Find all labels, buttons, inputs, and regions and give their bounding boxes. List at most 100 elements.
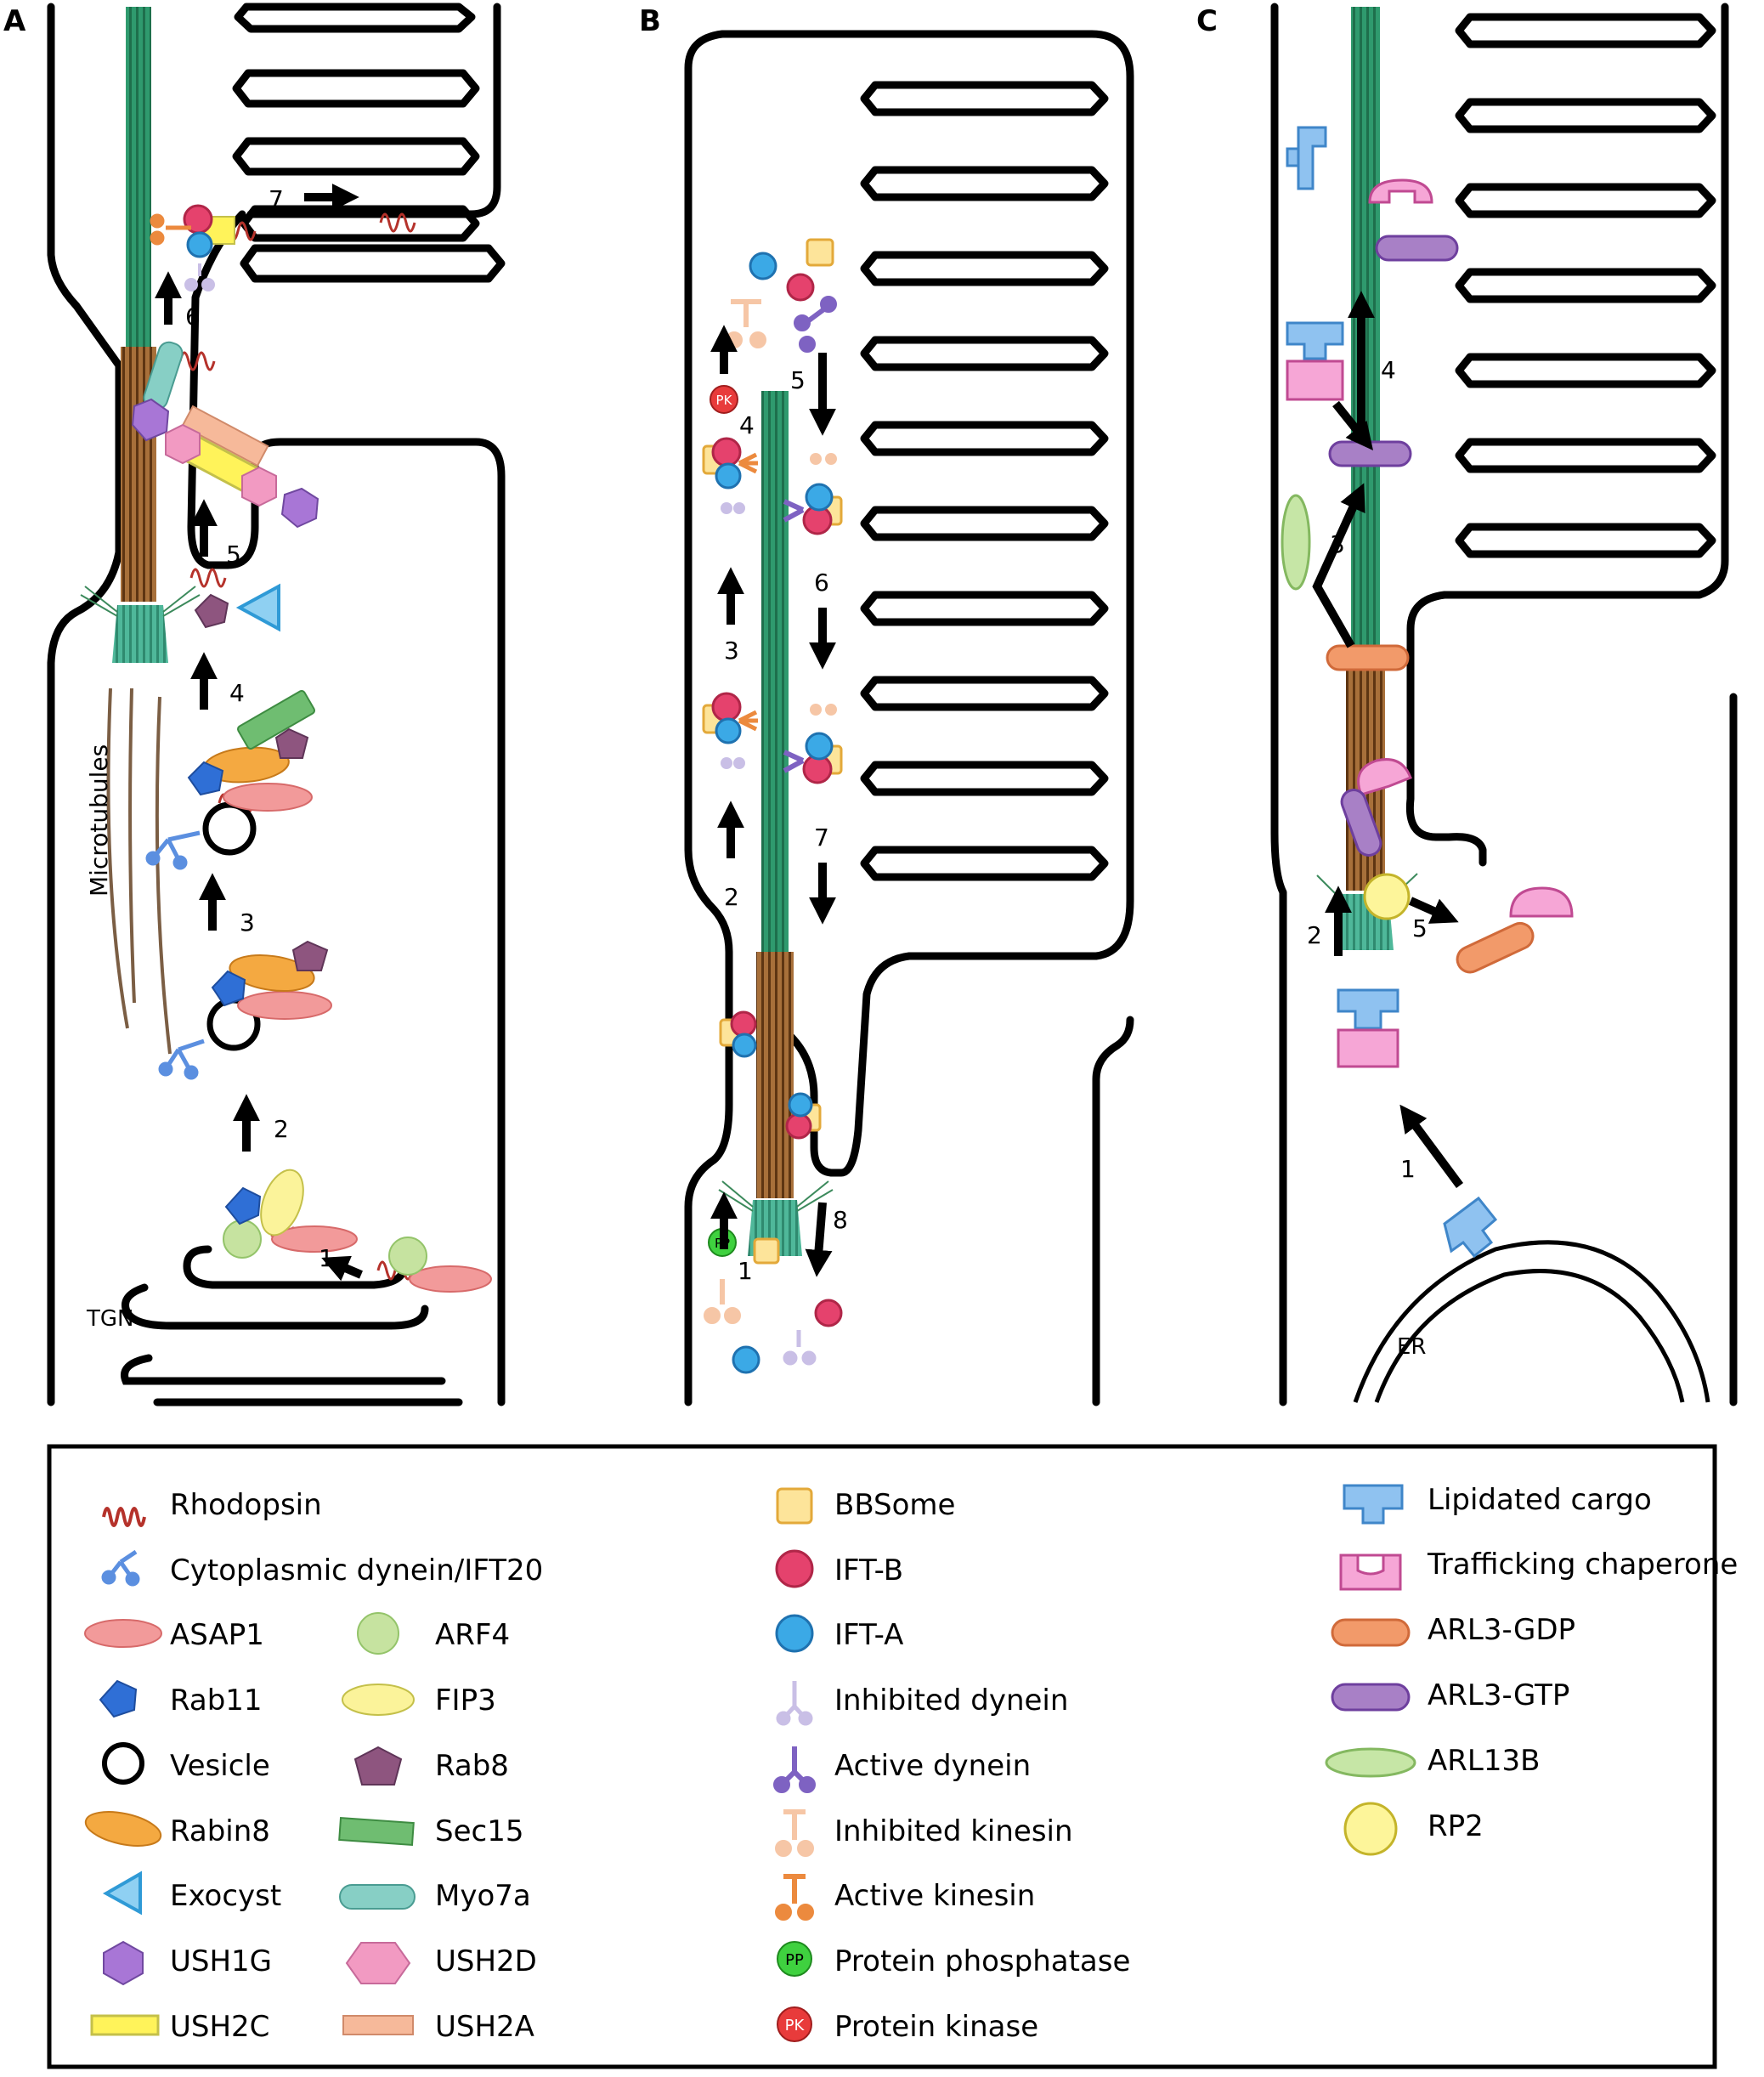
legend-asap1: ASAP1 — [170, 1618, 264, 1652]
rab11-icon — [99, 1679, 138, 1718]
ush2c-icon — [90, 2014, 160, 2036]
legend-active-kinesin: Active kinesin — [834, 1879, 1035, 1913]
arf4-icon — [357, 1612, 399, 1655]
protein-kinase-icon — [777, 2006, 812, 2042]
legend-sec15: Sec15 — [435, 1814, 523, 1848]
rp2-c — [1363, 873, 1411, 920]
legend: Rhodopsin Cytoplasmic dynein/IFT20 ASAP1… — [47, 1444, 1738, 2069]
legend-exocyst: Exocyst — [170, 1879, 281, 1913]
legend-pk-badge: PK — [785, 2017, 806, 2035]
panel-c-letter: C — [1196, 4, 1218, 38]
step-b-6: 6 — [814, 569, 829, 597]
rp2-icon — [1343, 1802, 1398, 1856]
asap1-icon — [84, 1619, 162, 1648]
ift-a-icon — [775, 1614, 814, 1653]
arl13b-icon — [1325, 1747, 1416, 1778]
myo7a-icon — [339, 1884, 416, 1910]
active-dynein-icon — [773, 1746, 816, 1793]
legend-ush2c: USH2C — [170, 2010, 269, 2044]
arl13b-c — [1281, 494, 1311, 591]
tgn-label: TGN — [86, 1306, 133, 1332]
arrows-a — [154, 183, 363, 1282]
step-a-1: 1 — [319, 1244, 334, 1272]
legend-col3-icons: PP PK — [773, 1487, 816, 2042]
legend-rabin8: Rabin8 — [170, 1814, 270, 1848]
inhibited-kinesin-icon — [775, 1809, 814, 1857]
ift-trains-b — [702, 437, 843, 1265]
ush2a-icon — [342, 2015, 414, 2035]
inhibited-dynein-icon — [776, 1681, 813, 1726]
panel-b: B — [639, 4, 1134, 1406]
legend-protein-phosphatase: Protein phosphatase — [834, 1944, 1130, 1978]
microtubules-a — [106, 688, 172, 1055]
panel-a-letter: A — [3, 4, 26, 38]
legend-ush2a: USH2A — [435, 2010, 534, 2044]
arl3-gtp-c — [1328, 235, 1459, 857]
axoneme-a — [126, 7, 151, 347]
legend-pp-badge: PP — [785, 1951, 804, 1969]
arl3-gdp-icon — [1331, 1618, 1411, 1647]
step-c-4: 4 — [1381, 356, 1396, 384]
axoneme-b — [761, 391, 789, 952]
legend-arl13b: ARL13B — [1428, 1744, 1540, 1778]
step-c-2: 2 — [1307, 921, 1322, 949]
microtubules-label: Microtubules — [85, 744, 113, 897]
trafficking-chaperones-c — [1286, 178, 1574, 1068]
pk-badge-b: PK — [716, 393, 733, 408]
step-b-7: 7 — [814, 823, 829, 852]
step-b-2: 2 — [724, 883, 739, 911]
legend-inhibited-dynein: Inhibited dynein — [834, 1684, 1068, 1718]
step-b-1: 1 — [738, 1257, 753, 1285]
basal-body-a — [112, 605, 168, 663]
legend-col2-labels: ARF4 FIP3 Rab8 Sec15 Myo7a USH2D USH2A — [435, 1618, 537, 2044]
legend-col4-labels: Lipidated cargo Trafficking chaperone AR… — [1427, 1483, 1738, 1843]
step-a-4: 4 — [229, 679, 245, 707]
rhodopsin-icon — [102, 1507, 146, 1527]
bbsome-icon — [776, 1487, 813, 1525]
legend-fip3: FIP3 — [435, 1684, 496, 1718]
legend-col4-icons — [1325, 1484, 1416, 1856]
arrows-c — [1312, 291, 1464, 1188]
step-b-8: 8 — [833, 1206, 848, 1234]
legend-inhibited-kinesin: Inhibited kinesin — [834, 1814, 1073, 1848]
step-c-5: 5 — [1412, 914, 1428, 942]
legend-col3-labels: BBSome IFT-B IFT-A Inhibited dynein Acti… — [834, 1488, 1130, 2044]
panel-b-letter: B — [639, 4, 661, 38]
panel-a: A Microtubules — [3, 3, 506, 1406]
step-a-7: 7 — [269, 185, 284, 213]
step-c-3: 3 — [1330, 530, 1345, 558]
legend-rab8: Rab8 — [435, 1749, 509, 1783]
step-b-5: 5 — [790, 366, 806, 394]
step-b-3: 3 — [724, 637, 739, 665]
rab8-icon — [353, 1746, 403, 1786]
dynein-ift20-icons-a — [145, 830, 205, 1080]
transition-fibers-a — [80, 586, 201, 617]
step-a-2: 2 — [274, 1115, 289, 1143]
legend-ift-a: IFT-A — [834, 1618, 903, 1652]
legend-vesicle: Vesicle — [170, 1749, 270, 1783]
legend-rp2: RP2 — [1428, 1809, 1484, 1843]
legend-active-dynein: Active dynein — [834, 1749, 1031, 1783]
fip3-icon — [342, 1684, 415, 1716]
panel-c: C ER — [1196, 3, 1738, 1406]
arl3-gdp-c — [1326, 644, 1535, 974]
legend-rhodopsin: Rhodopsin — [170, 1488, 322, 1522]
lipidated-cargo-icon — [1343, 1484, 1404, 1525]
legend-col1-labels: Rhodopsin Cytoplasmic dynein/IFT20 ASAP1… — [170, 1488, 543, 2044]
legend-col2-icons — [338, 1612, 416, 2035]
legend-dynein-ift20: Cytoplasmic dynein/IFT20 — [170, 1554, 543, 1587]
step-a-5: 5 — [226, 540, 241, 569]
legend-ush2d: USH2D — [435, 1944, 537, 1978]
arl3-gtp-icon — [1331, 1683, 1411, 1712]
legend-rab11: Rab11 — [170, 1684, 263, 1718]
legend-box — [47, 1444, 1717, 2069]
trafficking-chaperone-icon — [1339, 1554, 1402, 1591]
legend-arf4: ARF4 — [435, 1618, 510, 1652]
outer-segment-discs-b — [860, 81, 1109, 881]
legend-ush1g: USH1G — [170, 1944, 272, 1978]
legend-protein-kinase: Protein kinase — [834, 2010, 1038, 2044]
step-a-6: 6 — [185, 303, 201, 331]
outer-segment-discs — [232, 3, 506, 283]
photoreceptor-outline-c — [1270, 3, 1738, 1406]
step-c-1: 1 — [1400, 1155, 1416, 1183]
